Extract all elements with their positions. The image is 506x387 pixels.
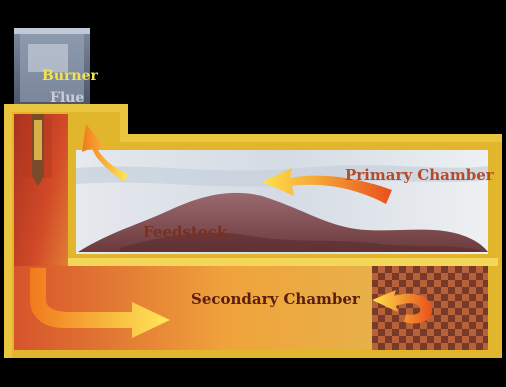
- secondary-chamber-label: Secondary Chamber: [191, 290, 360, 308]
- feedstock-label: Feedstock: [143, 223, 227, 241]
- flue-label: Flue: [50, 90, 84, 106]
- burner-tip: [32, 114, 44, 186]
- burner-label: Burner: [42, 68, 98, 84]
- primary-chamber-label: Primary Chamber: [345, 166, 494, 184]
